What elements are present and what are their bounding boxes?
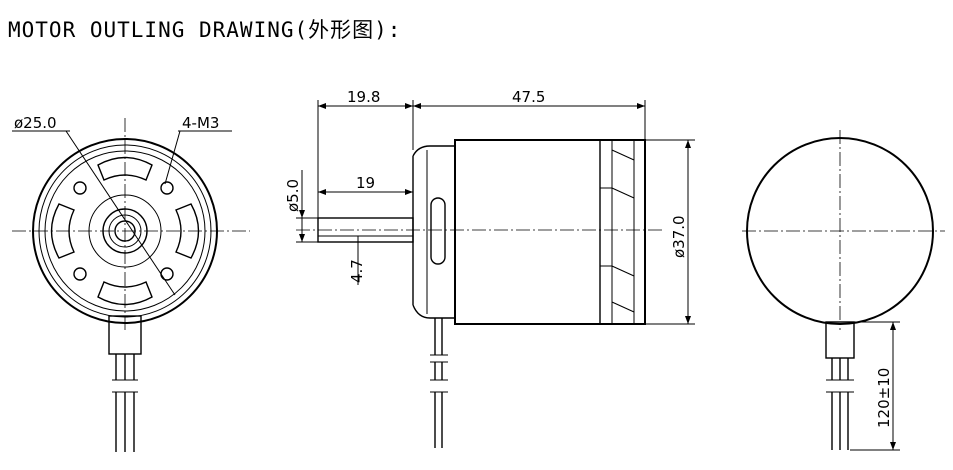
front-bearing-hub (102, 208, 148, 254)
front-housing-rim (44, 150, 206, 312)
side-view: 19.8 47.5 19 ø5.0 4.7 ø37.0 (284, 88, 695, 448)
front-bearing-inner (108, 214, 142, 248)
fin-lines (611, 149, 635, 313)
flat-dimension: 4.7 (348, 259, 366, 283)
vent-slot-bottom (97, 281, 153, 306)
body-diameter-dimension: ø37.0 (670, 215, 688, 258)
front-holes-label: 4-M3 (182, 114, 219, 132)
body-length-dimension: 47.5 (512, 88, 545, 106)
mounting-hole (73, 267, 87, 281)
side-cooling-fins (599, 140, 635, 324)
front-diameter-label: ø25.0 (14, 114, 57, 132)
side-vent-slot (430, 197, 446, 265)
shaft-diameter-dimension: ø5.0 (284, 179, 302, 212)
vent-slot-right (175, 203, 200, 259)
rear-housing (746, 137, 934, 325)
front-shaft (114, 220, 136, 242)
rear-wire-grommet (825, 321, 855, 359)
front-housing-outer (32, 138, 218, 324)
front-view: ø25.0 4-M3 (12, 114, 250, 452)
holes-leader-arrow (164, 130, 181, 185)
mounting-hole (73, 181, 87, 195)
side-front-bell (412, 145, 456, 319)
shaft-length-dimension: 19 (356, 174, 375, 192)
front-housing-inner (38, 144, 212, 318)
front-bolt-circle (88, 194, 162, 268)
vent-slot-top (97, 156, 153, 181)
drawing-title: MOTOR OUTLING DRAWING(外形图): (8, 18, 402, 42)
diameter-dimension-line (65, 130, 176, 296)
front-mounting-holes (73, 181, 174, 281)
front-lead-wires (108, 315, 142, 452)
fin-lines (600, 187, 613, 267)
vent-slot-left (50, 203, 75, 259)
shaft-extension-dimension: 19.8 (347, 88, 380, 106)
rear-view: 120±10 (742, 130, 945, 451)
mounting-hole (160, 181, 174, 195)
mounting-hole (160, 267, 174, 281)
front-vent-slots (50, 156, 200, 306)
lead-length-dimension: 120±10 (875, 368, 893, 428)
dimension-arrows (299, 210, 305, 242)
side-motor-body (454, 139, 646, 325)
